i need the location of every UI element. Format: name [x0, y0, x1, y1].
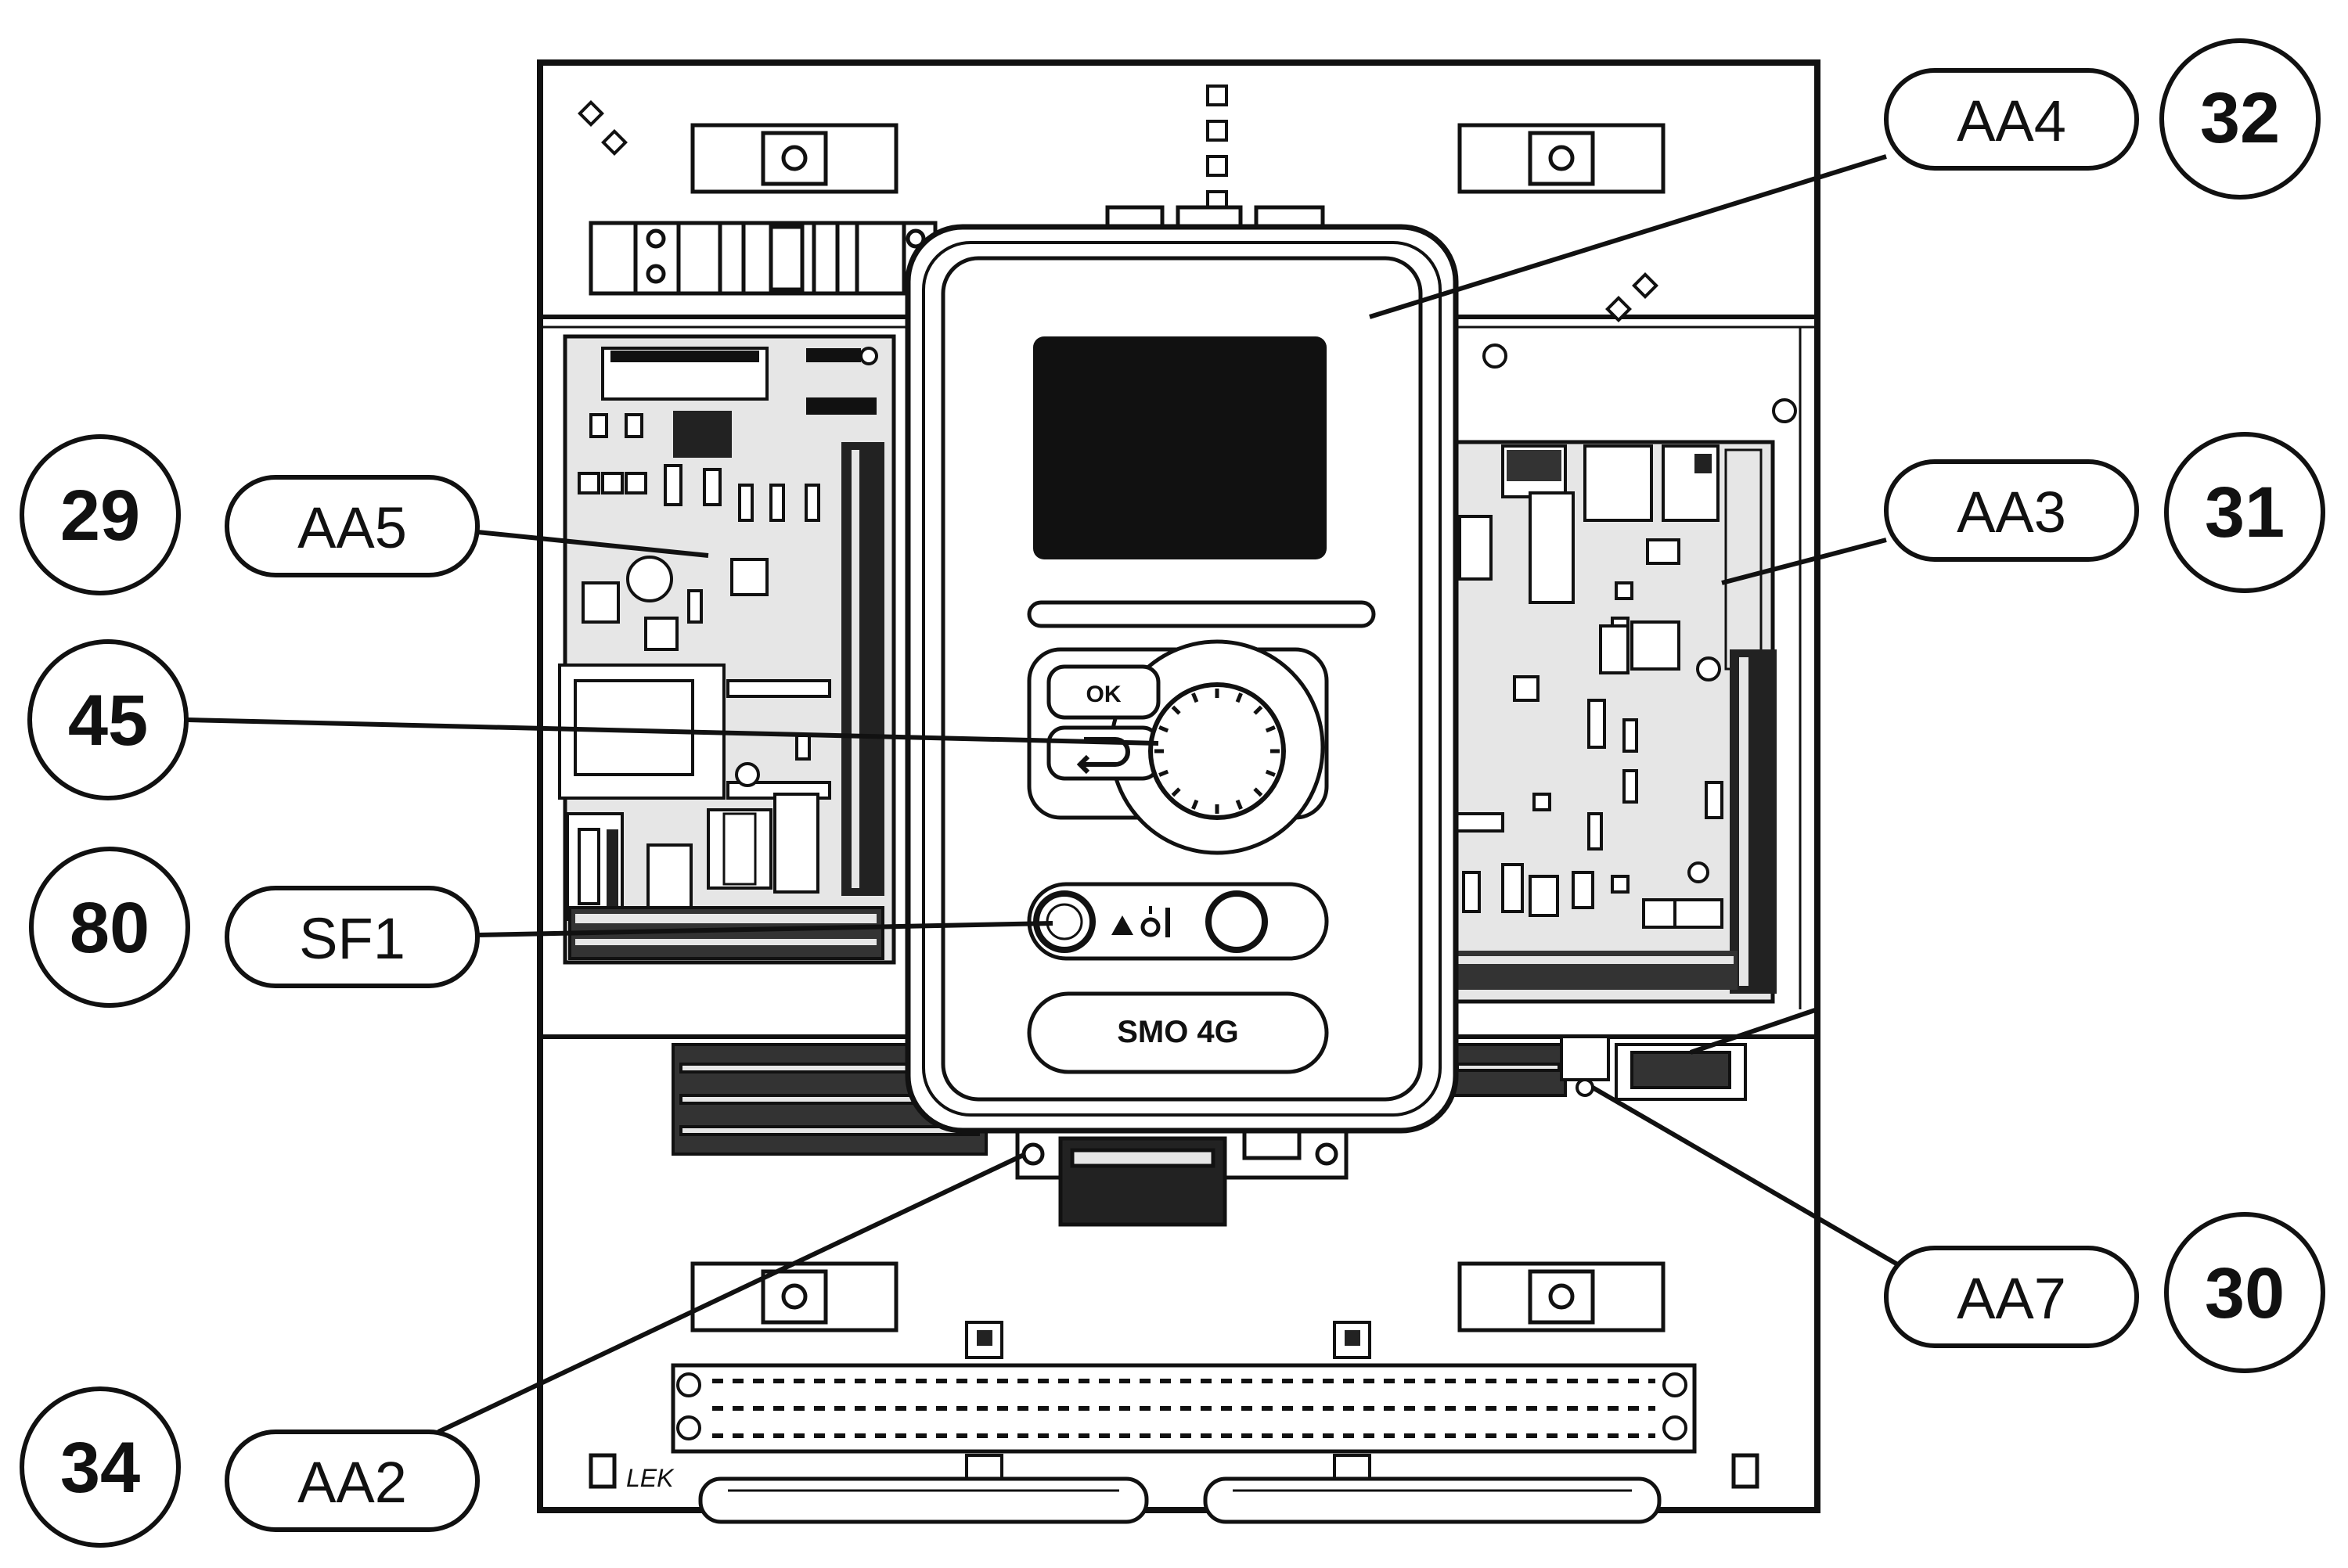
- control-knob[interactable]: [1148, 682, 1286, 820]
- top-indicator-squares: [1206, 85, 1228, 212]
- control-panel: OK SMO 4G: [905, 224, 1459, 1134]
- leader-aa3: [1721, 538, 1887, 585]
- callout-sf1: 80 SF1: [29, 847, 480, 1008]
- status-dot-icon: [1140, 917, 1161, 937]
- callout-code-aa3: AA3: [1957, 480, 2066, 545]
- knob-ticks: [1154, 689, 1280, 814]
- model-label: SMO 4G: [1117, 1015, 1239, 1049]
- leader-aa2: [437, 1152, 1027, 1434]
- leader-aa7: [1591, 1085, 1911, 1274]
- leader-sf1: [477, 921, 1053, 937]
- knob-tick: [1158, 725, 1169, 733]
- knob-tick: [1171, 787, 1181, 797]
- knob-tick: [1191, 799, 1199, 810]
- knob-tick: [1253, 787, 1263, 797]
- cable-glands: [589, 1453, 1759, 1524]
- knob-tick: [1235, 799, 1243, 810]
- warning-triangle-icon: [1111, 915, 1133, 935]
- back-arrow-icon: [1076, 737, 1130, 775]
- pcb-aa5: [558, 334, 896, 965]
- leader-aa7b: [1690, 1007, 1818, 1055]
- callout-number-31: 31: [2205, 473, 2285, 552]
- knob-tick: [1235, 692, 1243, 703]
- back-button[interactable]: [1046, 725, 1161, 781]
- callout-aa5: 29 AA5: [20, 434, 480, 595]
- callout-aa2: 34 AA2: [20, 1386, 480, 1548]
- callout-number-29: 29: [60, 476, 140, 556]
- knob-tick: [1265, 725, 1276, 733]
- callout-number-32: 32: [2200, 78, 2280, 158]
- callout-aa3: AA3 31: [1884, 432, 2325, 593]
- ground-busbar: [671, 1321, 1697, 1488]
- callout-number-80: 80: [70, 888, 149, 968]
- display-screen: [1033, 336, 1327, 559]
- callout-aa4: AA4 32: [1884, 38, 2321, 200]
- knob-tick: [1265, 769, 1276, 777]
- callout-code-aa4: AA4: [1957, 88, 2066, 153]
- callout-code-aa7: AA7: [1957, 1266, 2066, 1331]
- callout-number-30: 30: [2205, 1253, 2285, 1333]
- maker-mark: LEK: [626, 1464, 675, 1492]
- callout-number-45: 45: [68, 681, 148, 761]
- ok-button[interactable]: [1046, 664, 1161, 720]
- knob-tick: [1158, 769, 1169, 777]
- callout-code-sf1: SF1: [299, 906, 405, 971]
- knob-tick: [1191, 692, 1199, 703]
- usb-port[interactable]: [1205, 890, 1268, 953]
- callout-knob: 45: [27, 639, 189, 800]
- knob-tick: [1253, 705, 1263, 715]
- knob-tick: [1171, 705, 1181, 715]
- cabinet: [537, 59, 1820, 1513]
- bottom-brackets: [690, 1261, 1666, 1332]
- pcb-aa3: [1434, 343, 1797, 1004]
- leader-aa5: [477, 530, 709, 558]
- leader-knob: [187, 717, 1159, 746]
- leader-lines: [187, 154, 1911, 1434]
- callout-aa7: AA7 30: [1884, 1212, 2325, 1373]
- ok-button-label: OK: [1086, 682, 1122, 707]
- leader-aa4: [1369, 154, 1887, 319]
- callout-code-aa5: AA5: [297, 495, 407, 560]
- cabinet-outline: [537, 59, 1820, 1513]
- top-terminal-block: [589, 221, 938, 296]
- model-plate: [1027, 991, 1329, 1074]
- callout-number-34: 34: [60, 1428, 140, 1508]
- mounting-holes: [578, 100, 1658, 322]
- top-brackets: [690, 123, 1666, 194]
- callout-code-aa2: AA2: [297, 1450, 407, 1515]
